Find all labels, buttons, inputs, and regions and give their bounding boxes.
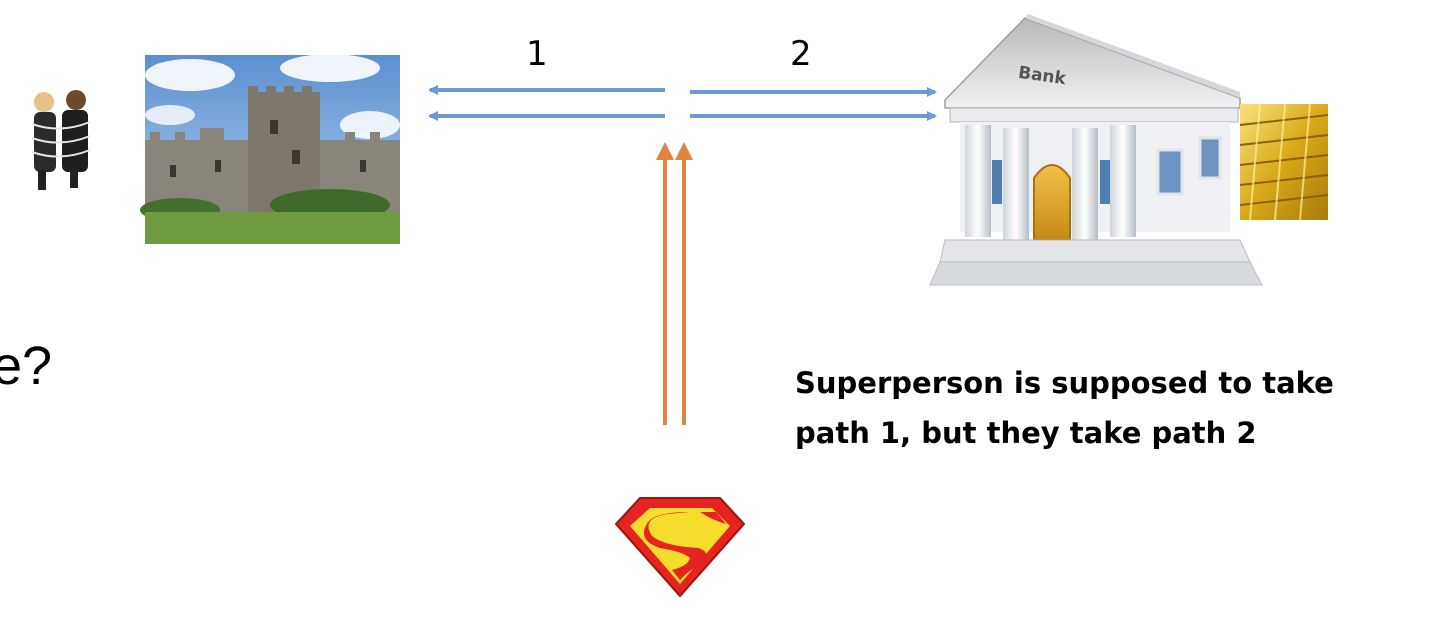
path-1-arrows (428, 85, 665, 121)
path-2-arrows (690, 87, 937, 121)
caption-line-2: path 1, but they take path 2 (795, 416, 1257, 450)
caption-line-1: Superperson is supposed to take (795, 366, 1334, 400)
castle-icon (140, 54, 400, 244)
bank-icon: Bank (929, 14, 1263, 286)
approach-arrows (656, 142, 693, 425)
path-1-label: 1 (526, 34, 548, 74)
gold-bars-icon (1239, 103, 1329, 221)
superhero-emblem-icon (614, 497, 746, 598)
partial-question-text: e? (0, 336, 53, 396)
path-2-label: 2 (790, 34, 812, 74)
hostages-icon (31, 90, 91, 190)
caption: Superperson is supposed to take path 1, … (795, 358, 1334, 458)
